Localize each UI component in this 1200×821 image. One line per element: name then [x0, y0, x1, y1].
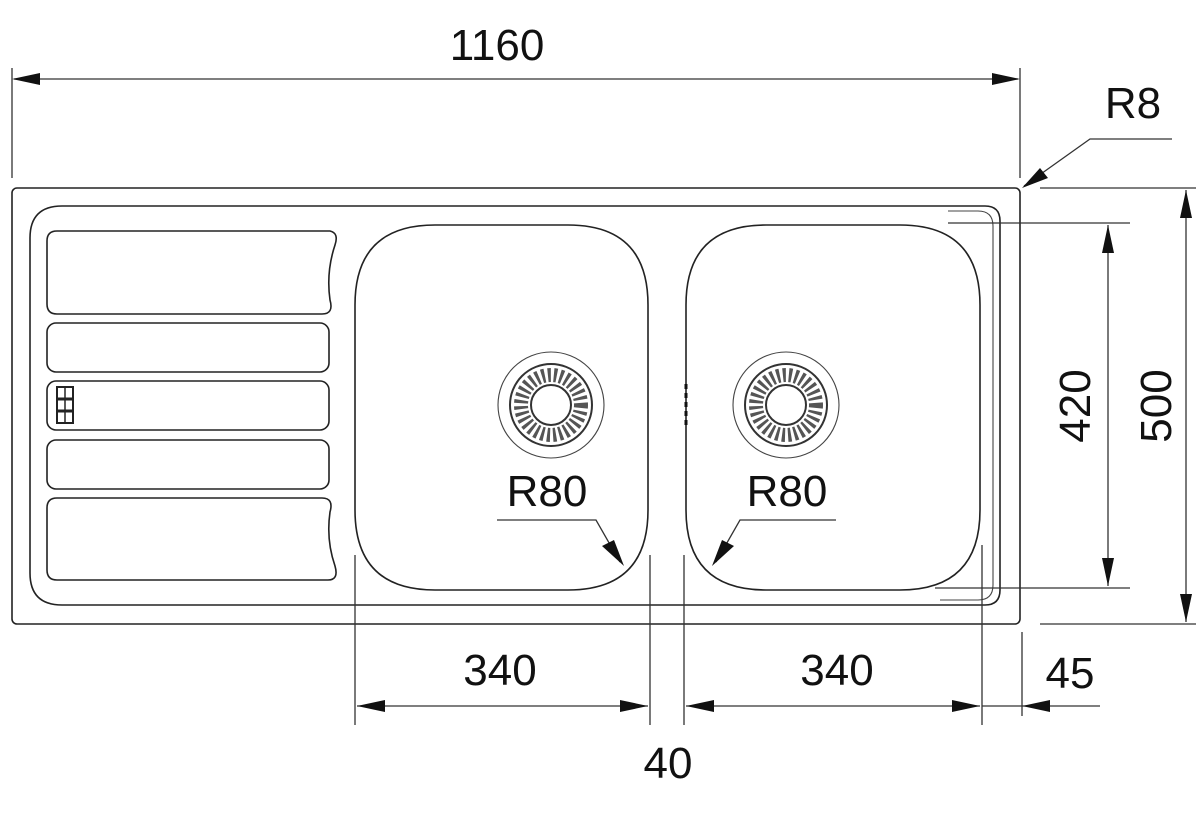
dim-label: R80	[507, 467, 588, 516]
dim-bowl-widths: 340 340 40 45	[354, 545, 1100, 788]
dim-label: 45	[1046, 649, 1095, 698]
dim-label: 40	[644, 739, 693, 788]
dim-overall-width: 1160	[11, 21, 1021, 178]
dim-overall-depth: 500	[1040, 187, 1196, 625]
dim-label: 1160	[450, 21, 545, 70]
dim-label: R8	[1105, 79, 1161, 128]
drainer-ribs	[46, 230, 337, 581]
dim-bowl-depth: 420	[935, 222, 1130, 589]
dim-label: R80	[747, 467, 828, 516]
bowl-left	[354, 224, 649, 591]
bowl-right	[685, 224, 981, 591]
dim-label: 500	[1132, 369, 1181, 442]
drain-right-icon	[733, 352, 839, 458]
dim-bowl-right-radius: R80	[712, 467, 836, 566]
dim-label: 340	[800, 646, 873, 695]
overflow-icon	[56, 386, 74, 424]
dim-label: 340	[463, 646, 536, 695]
dim-label: 420	[1051, 369, 1100, 442]
sink-outline	[11, 187, 1021, 625]
drain-left-icon	[498, 352, 604, 458]
dim-corner-radius: R8	[1022, 79, 1172, 188]
dim-bowl-left-radius: R80	[497, 467, 624, 566]
